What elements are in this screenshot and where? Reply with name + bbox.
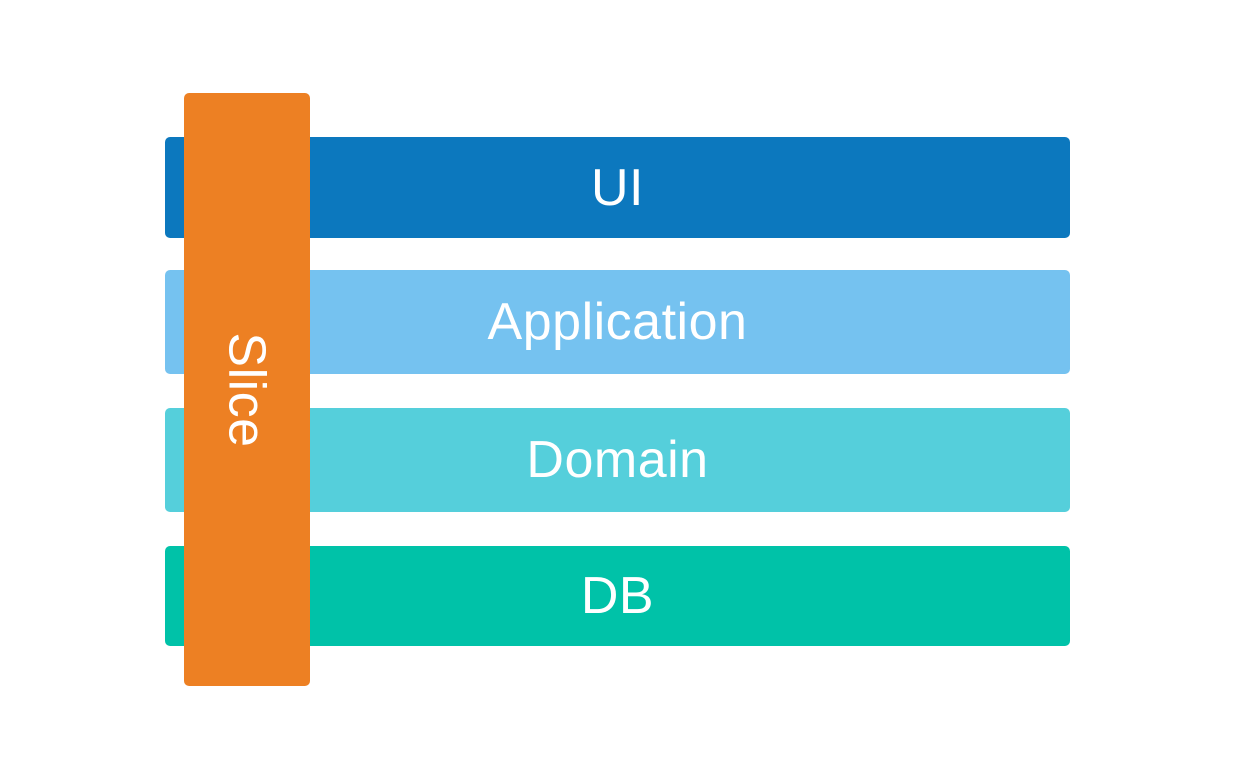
layer-label-application: Application [487,293,748,351]
layer-bar-application: Application [165,270,1070,374]
layer-bar-domain: Domain [165,408,1070,512]
layer-label-domain: Domain [526,431,709,489]
vertical-slice-label: Slice [218,331,276,448]
layer-label-ui: UI [591,158,644,217]
layer-bar-ui: UI [165,137,1070,238]
layer-label-db: DB [580,567,655,625]
vertical-slice-box: Slice [184,93,310,686]
layer-bar-db: DB [165,546,1070,646]
